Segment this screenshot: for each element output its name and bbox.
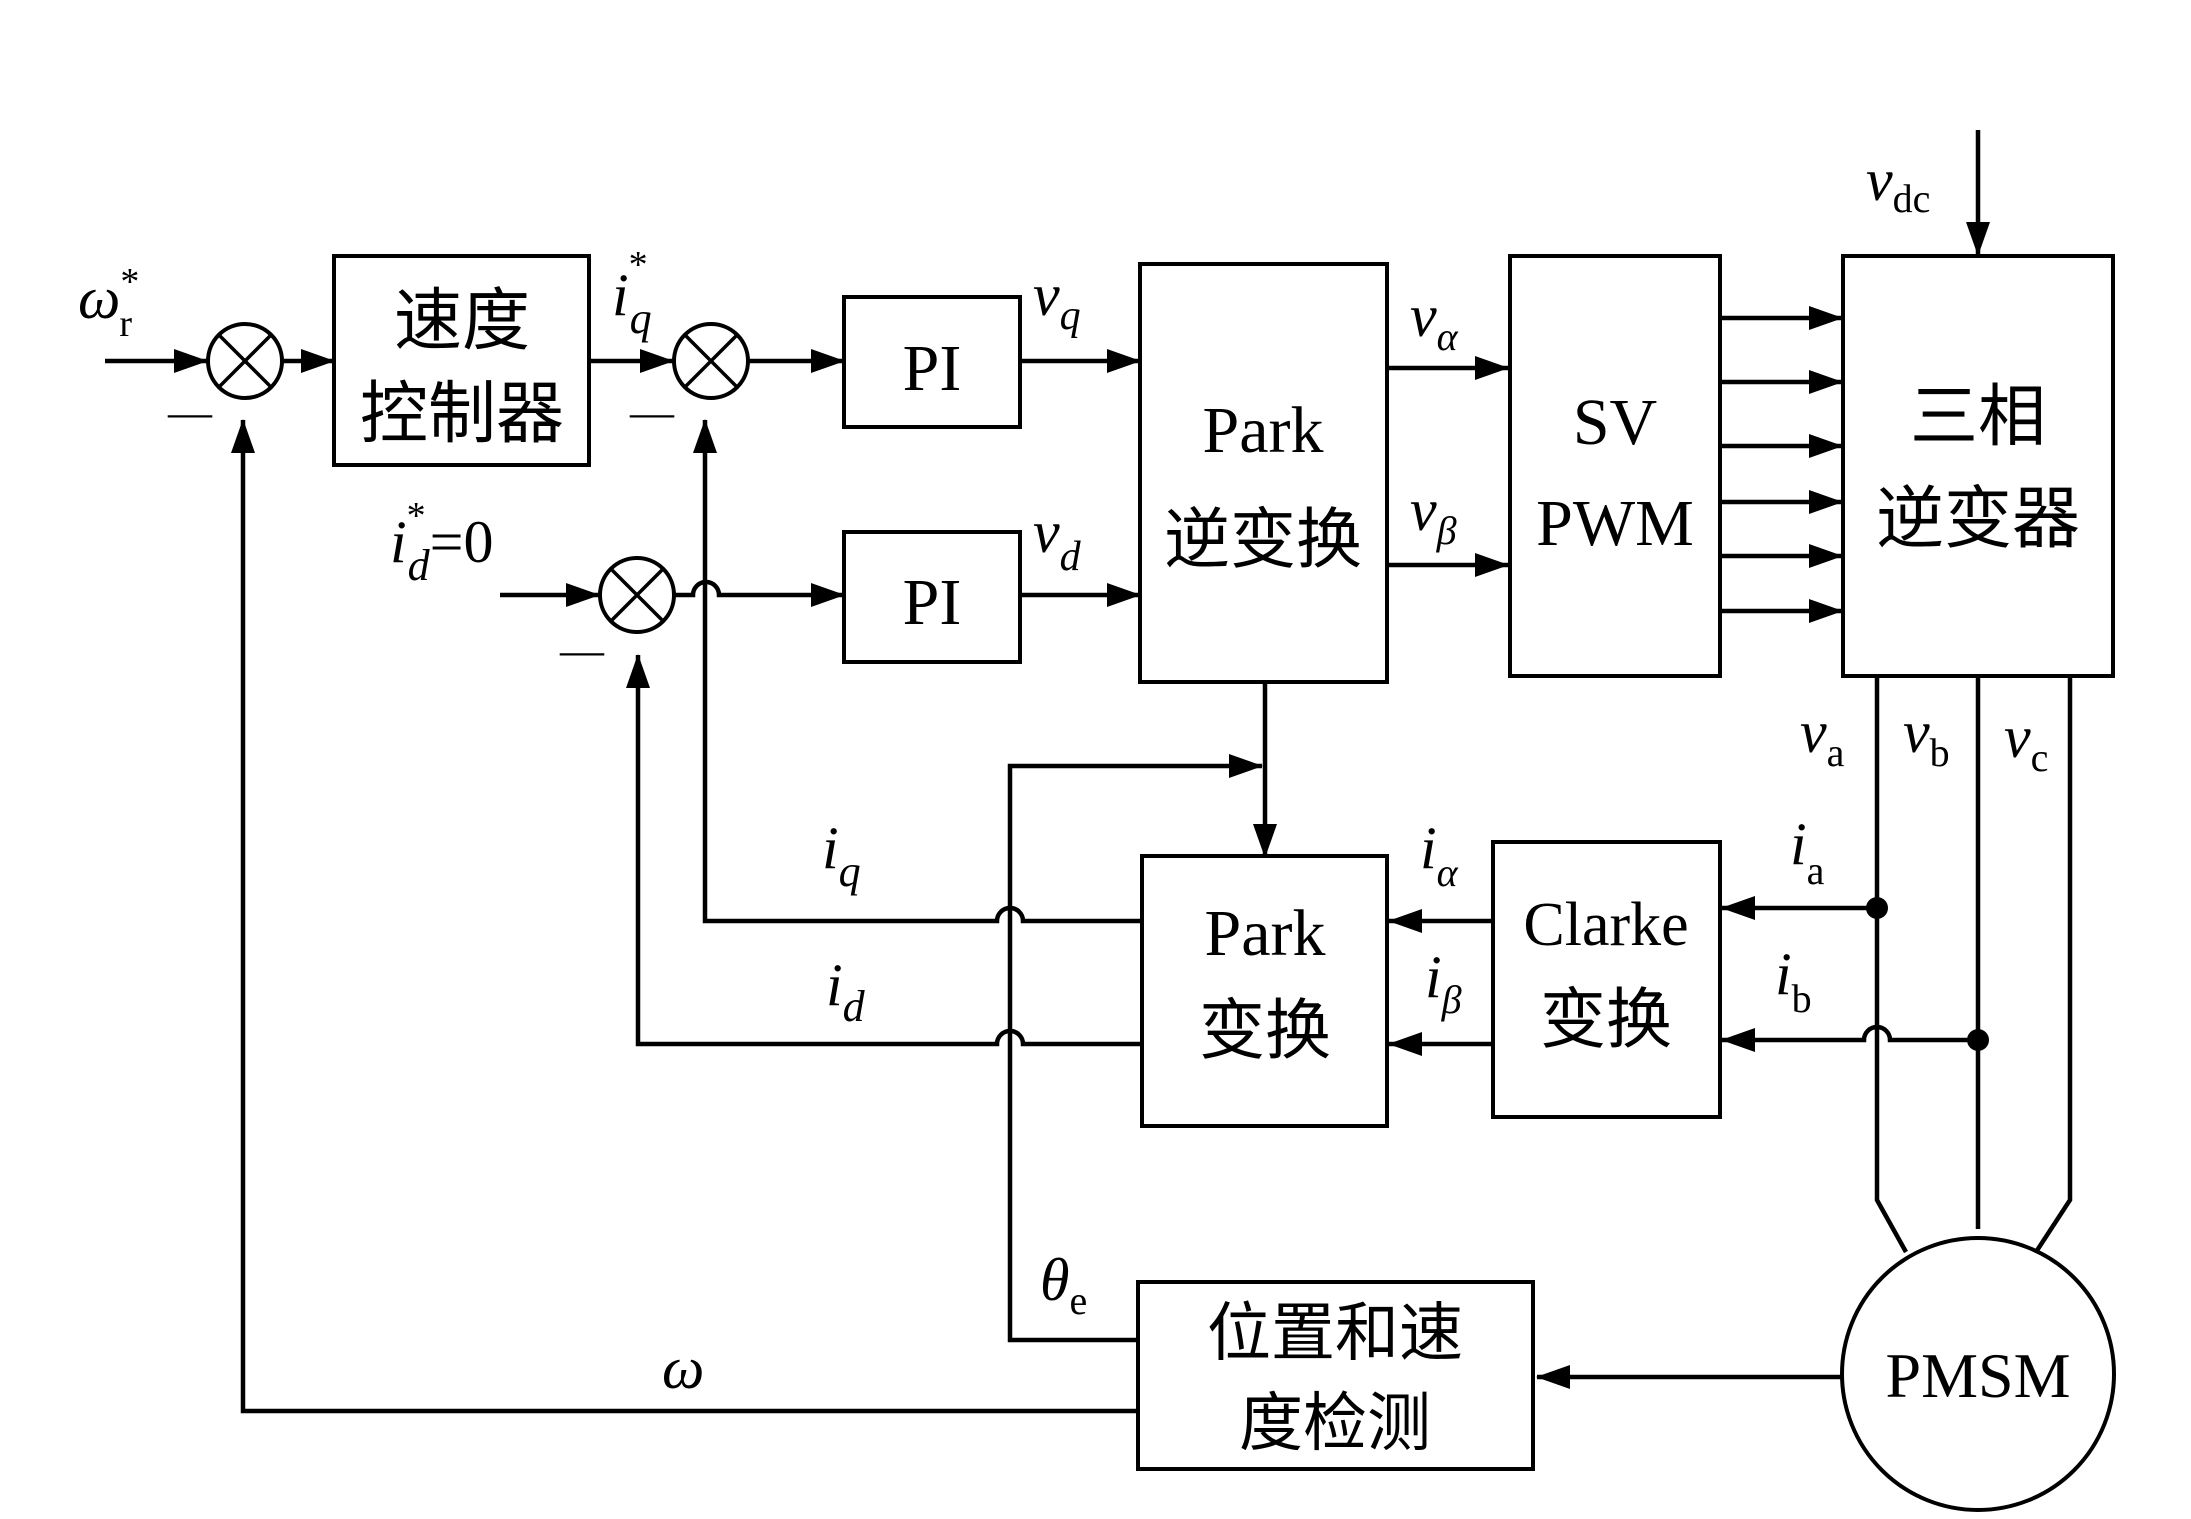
summing-junction-2 [672,322,750,400]
omega-feedback-label: ω [662,1335,704,1401]
sum2-minus-sign: — [629,388,675,437]
vq-label: vq [1033,262,1081,339]
wire-theta-e [1007,754,1263,1343]
iq-feedback-label: iq [822,815,861,896]
pi-d-block: PI [842,530,1022,664]
va-label: va [1800,699,1845,775]
pi-q-block: PI [842,295,1022,429]
inverse-park-block: Park 逆变换 [1138,262,1389,684]
v-alpha-label: vα [1410,283,1459,359]
position-speed-detection-block: 位置和速 度检测 [1136,1280,1535,1471]
vb-label: vb [1903,699,1950,775]
svpwm-label-line2: PWM [1536,487,1694,560]
theta-e-label: θe [1040,1247,1087,1323]
i-alpha-label: iα [1420,815,1459,895]
park-label-line1: Park [1205,897,1326,970]
inverter-label-line1: 三相 [1910,378,2046,457]
speed-controller-block: 速度 控制器 [332,254,591,467]
svpwm-label-line1: SV [1573,386,1657,459]
ib-label: ib [1775,941,1812,1021]
pwm-gate-signals [1721,306,1843,623]
wire-sum3-to-pi-d [675,579,845,607]
svpwm-block: SV PWM [1508,254,1722,678]
phase-c-lead [2034,678,2073,1254]
i-beta-label: iβ [1425,944,1462,1022]
sum3-minus-sign: — [559,626,605,675]
summing-junction-3 [598,556,676,634]
sum1-minus-sign: — [167,388,213,437]
phase-a-lead [1874,678,1908,1254]
wire-id-feedback [626,654,1140,1047]
speed-controller-label-line2: 控制器 [360,375,564,454]
speed-ref-label: ω*r [78,261,139,345]
id-feedback-label: id [826,952,866,1031]
clarke-label-line1: Clarke [1523,891,1688,959]
pi-q-label: PI [903,332,962,405]
detection-label-line1: 位置和速 [1207,1297,1463,1371]
pmsm-label: PMSM [1886,1340,2071,1411]
pmsm-motor: PMSM [1840,1236,2116,1512]
clarke-block: Clarke 变换 [1491,840,1722,1119]
vdc-label: vdc [1866,147,1930,221]
inverter-label-line2: 逆变器 [1876,480,2080,559]
clarke-label-line2: 变换 [1540,981,1672,1058]
v-beta-label: vβ [1410,477,1457,553]
pi-d-label: PI [903,566,962,639]
inverse-park-label-line1: Park [1203,394,1324,467]
vc-label: vc [2004,704,2048,780]
summing-junction-1 [206,322,284,400]
park-label-line2: 变换 [1199,992,1331,1069]
inverse-park-label-line2: 逆变换 [1164,501,1362,578]
feedback-wires [231,419,1978,1414]
wire-iq-feedback [693,419,1140,924]
detection-label-line2: 度检测 [1239,1387,1431,1461]
three-phase-inverter-block: 三相 逆变器 [1841,254,2115,678]
park-block: Park 变换 [1140,854,1389,1128]
wire-omega-feedback [231,419,1138,1414]
iq-ref-label: i*q [612,244,652,343]
ia-label: ia [1790,811,1825,893]
wire-ib [1721,1024,1978,1052]
vd-label: vd [1033,499,1082,580]
id-ref-label: i*d=0 [390,495,494,590]
signal-labels: ω*r i*q i*d=0 vq vd vα vβ vdc va vb vc i… [78,147,2048,1401]
speed-controller-label-line1: 速度 [394,282,530,361]
